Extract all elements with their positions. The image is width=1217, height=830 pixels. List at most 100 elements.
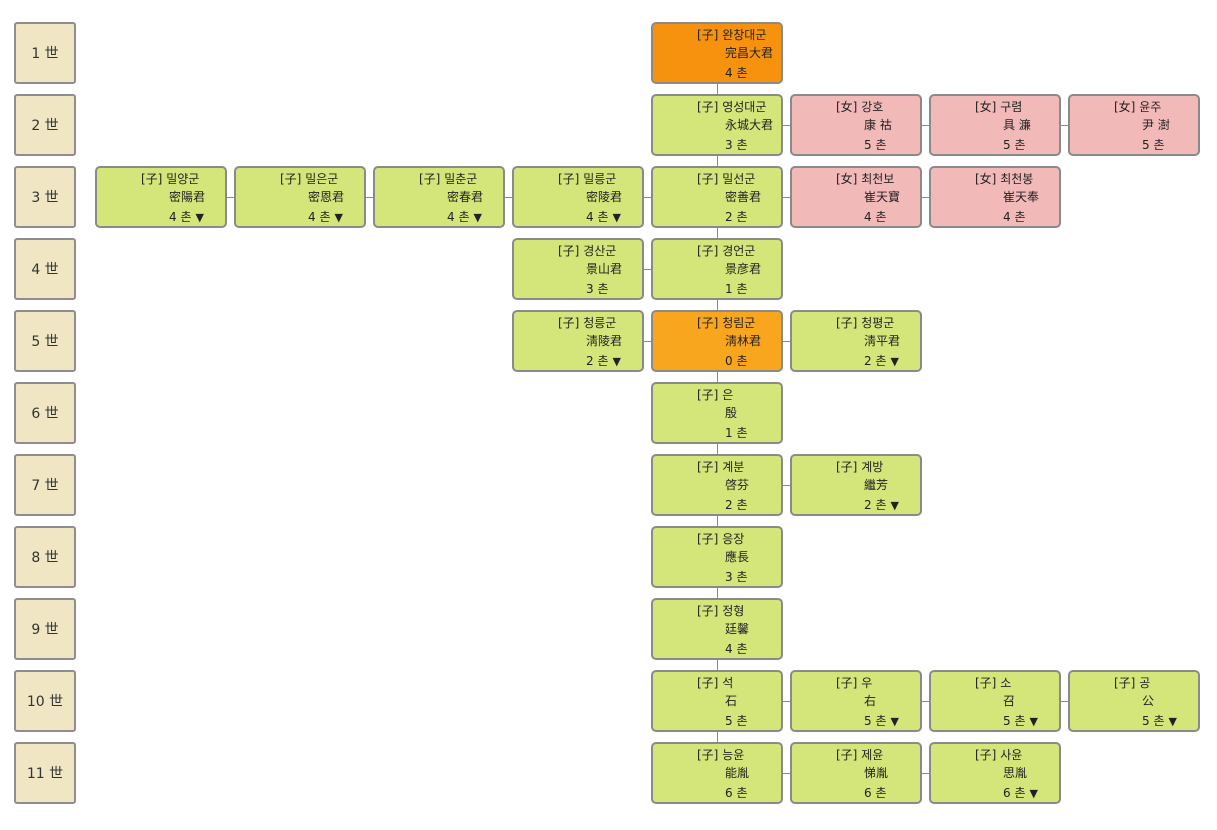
person-hanja: 崔天寶 — [864, 190, 901, 204]
kinship-degree-line: 3 촌 — [725, 568, 748, 586]
expand-down-icon[interactable]: ▼ — [1029, 787, 1038, 800]
kinship-degree: 0 촌 — [725, 354, 748, 368]
relation-label: [子] — [836, 316, 858, 330]
person-hanja: 康 祜 — [864, 118, 892, 132]
kinship-degree: 3 촌 — [725, 138, 748, 152]
person-name: 능윤 — [722, 748, 745, 762]
person-line: [子] 밀춘군 — [419, 170, 477, 188]
relation-label: [子] — [1114, 676, 1136, 690]
person-hanja: 右 — [864, 694, 877, 708]
person-line: [子] 밀양군 — [141, 170, 199, 188]
kinship-degree-line: 0 촌 — [725, 352, 748, 370]
person-name: 밀선군 — [722, 172, 756, 186]
son-node[interactable]: [子] 능윤 能胤 6 촌 — [651, 742, 783, 804]
son-node[interactable]: [子] 밀은군 密恩君 4 촌▼ — [234, 166, 366, 228]
generation-label: 7 世 — [14, 454, 76, 516]
person-name: 청평군 — [861, 316, 895, 330]
kinship-degree-line: 2 촌▼ — [586, 352, 621, 371]
expand-down-icon[interactable]: ▼ — [473, 211, 482, 224]
expand-down-icon[interactable]: ▼ — [890, 355, 899, 368]
person-line: [子] 밀은군 — [280, 170, 338, 188]
relation-label: [女] — [1114, 100, 1136, 114]
person-line: [女] 최천봉 — [975, 170, 1033, 188]
relation-label: [子] — [697, 28, 719, 42]
person-line: [女] 강호 — [836, 98, 883, 116]
person-name: 구렴 — [1000, 100, 1023, 114]
kinship-degree-line: 4 촌 — [864, 208, 887, 226]
person-name: 경산군 — [583, 244, 617, 258]
kinship-degree-line: 4 촌 — [725, 640, 748, 658]
kinship-degree-line: 1 촌 — [725, 424, 748, 442]
person-line: [子] 석 — [697, 674, 733, 692]
person-hanja: 景彦君 — [725, 262, 762, 276]
expand-down-icon[interactable]: ▼ — [334, 211, 343, 224]
expand-down-icon[interactable]: ▼ — [1029, 715, 1038, 728]
expand-down-icon[interactable]: ▼ — [612, 355, 621, 368]
kinship-degree: 6 촌 — [725, 786, 748, 800]
person-hanja: 能胤 — [725, 766, 750, 780]
person-line: [子] 우 — [836, 674, 872, 692]
expand-down-icon[interactable]: ▼ — [612, 211, 621, 224]
generation-label: 8 世 — [14, 526, 76, 588]
daughter-node[interactable]: [女] 최천보 崔天寶 4 촌 — [790, 166, 922, 228]
kinship-degree-line: 4 촌▼ — [308, 208, 343, 227]
kinship-degree: 3 촌 — [725, 570, 748, 584]
generation-label: 6 世 — [14, 382, 76, 444]
person-line: [子] 능윤 — [697, 746, 744, 764]
generation-label: 3 世 — [14, 166, 76, 228]
kinship-degree: 4 촌 — [864, 210, 887, 224]
expand-down-icon[interactable]: ▼ — [890, 715, 899, 728]
person-hanja: 密恩君 — [308, 190, 345, 204]
person-line: [女] 최천보 — [836, 170, 894, 188]
expand-down-icon[interactable]: ▼ — [1168, 715, 1177, 728]
person-hanja: 殷 — [725, 406, 738, 420]
person-line: [子] 사윤 — [975, 746, 1022, 764]
expand-down-icon[interactable]: ▼ — [195, 211, 204, 224]
person-hanja: 思胤 — [1003, 766, 1028, 780]
kinship-degree: 5 촌 — [1142, 138, 1165, 152]
relation-label: [子] — [697, 244, 719, 258]
person-name: 최천보 — [861, 172, 895, 186]
person-line: [子] 정형 — [697, 602, 744, 620]
person-hanja: 應長 — [725, 550, 750, 564]
son-node[interactable]: [子] 밀양군 密陽君 4 촌▼ — [95, 166, 227, 228]
person-name: 강호 — [861, 100, 884, 114]
relation-label: [子] — [975, 748, 997, 762]
kinship-degree: 4 촌 — [169, 210, 192, 224]
person-name: 계방 — [861, 460, 884, 474]
person-line: [女] 구렴 — [975, 98, 1022, 116]
kinship-degree: 1 촌 — [725, 426, 748, 440]
expand-down-icon[interactable]: ▼ — [890, 499, 899, 512]
kinship-degree: 2 촌 — [586, 354, 609, 368]
person-hanja: 密陽君 — [169, 190, 206, 204]
relation-label: [子] — [836, 460, 858, 474]
kinship-degree: 3 촌 — [586, 282, 609, 296]
person-hanja: 繼芳 — [864, 478, 889, 492]
person-line: [子] 경산군 — [558, 242, 616, 260]
